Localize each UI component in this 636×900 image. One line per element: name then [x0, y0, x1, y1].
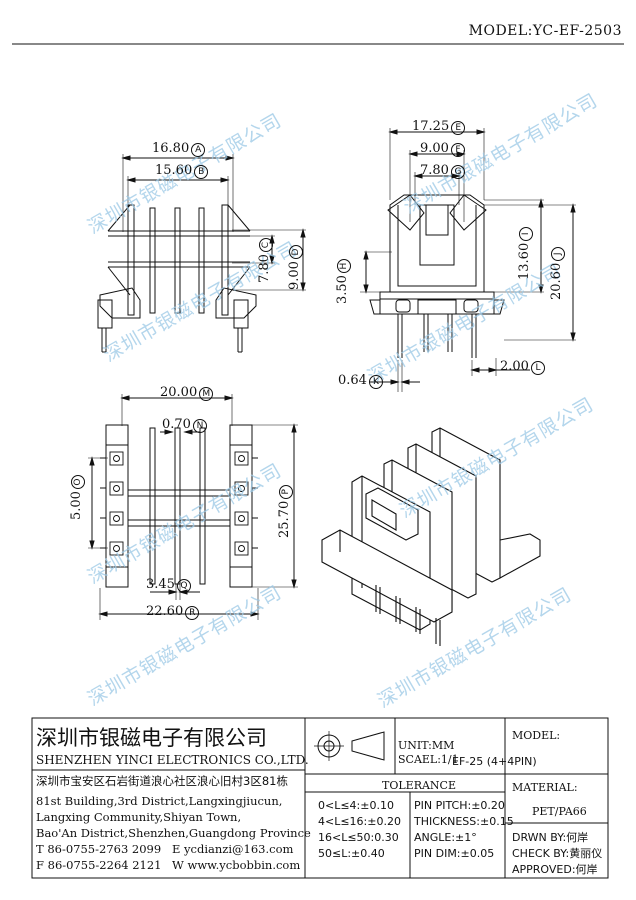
dim-ref-circle: Q: [176, 579, 191, 593]
material-value: PET/PA66: [532, 805, 587, 818]
model-header: MODEL:YC-EF-2503: [468, 23, 622, 39]
dim-ref-circle: F: [450, 143, 465, 157]
thickness: THICKNESS:±0.15: [414, 815, 514, 828]
drawn-by: DRWN BY:何岸: [512, 831, 589, 844]
front-view: [97, 154, 306, 353]
dim-ref-circle: R: [185, 606, 200, 620]
unit: UNIT:MM: [398, 739, 455, 752]
dim-ref-circle: B: [194, 165, 209, 179]
dim-ref-circle: C: [259, 238, 273, 253]
dim-ref-circle: H: [337, 259, 351, 274]
material-label: MATERIAL:: [512, 781, 578, 794]
tolerance-label: TOLERANCE: [382, 779, 456, 792]
angle: ANGLE:±1°: [414, 831, 477, 844]
pin-pitch: PIN PITCH:±0.20: [414, 799, 505, 812]
address-cn: 深圳市宝安区石岩街道浪心社区浪心旧村3区81栋: [36, 774, 288, 788]
tolerance-1: 0<L≤4:±0.10: [318, 799, 394, 812]
dim-ref-circle: D: [289, 245, 303, 260]
scale: SCAEL:1/1: [398, 753, 459, 766]
dim-ref-circle: L: [530, 361, 545, 375]
dim-label: 5.00O: [69, 475, 85, 520]
dim-label: 7.80C: [257, 238, 273, 283]
dim-ref-circle: O: [71, 475, 85, 490]
telephone: T 86-0755-2763 2099: [36, 842, 162, 856]
model-value: EF-25 (4+4PIN): [452, 755, 537, 768]
tolerance-2: 4<L≤16:±0.20: [318, 815, 401, 828]
dim-label: 3.50H: [335, 259, 351, 304]
dim-label: 9.00D: [287, 245, 303, 290]
company-name-cn: 深圳市银磁电子有限公司: [36, 726, 267, 750]
dim-ref-circle: G: [450, 165, 465, 179]
address-en-1: 81st Building,3rd District,Langxingjiucu…: [36, 794, 283, 808]
dim-ref-circle: N: [192, 419, 207, 433]
company-name-en: SHENZHEN YINCI ELECTRONICS CO.,LTD.: [36, 753, 309, 767]
isometric-view: [321, 427, 541, 646]
tolerance-3: 16<L≤50:0.30: [318, 831, 399, 844]
dim-ref-circle: M: [199, 387, 214, 401]
dim-label: 13.60I: [517, 226, 533, 280]
model-label: MODEL:: [512, 729, 561, 742]
dim-label: 20.60J: [549, 246, 565, 300]
dim-label: 25.70P: [277, 484, 293, 538]
side-view: [360, 128, 576, 392]
dim-ref-circle: K: [368, 375, 383, 389]
email: E ycdianzi@163.com: [172, 842, 294, 856]
fax: F 86-0755-2264 2121: [36, 858, 162, 872]
approved-by: APPROVED:何岸: [512, 863, 598, 876]
dim-ref-circle: P: [279, 484, 293, 499]
pin-dim: PIN DIM:±0.05: [414, 847, 495, 860]
dim-ref-circle: I: [519, 226, 533, 241]
address-en-3: Bao'An District,Shenzhen,Guangdong Provi…: [36, 826, 311, 840]
dim-ref-circle: J: [551, 246, 565, 261]
dim-ref-circle: A: [191, 143, 206, 157]
tolerance-4: 50≤L:±0.40: [318, 847, 385, 860]
website: W www.ycbobbin.com: [172, 858, 301, 872]
title-block-grid: [31, 717, 609, 879]
address-en-2: Langxing Community,Shiyan Town,: [36, 810, 242, 824]
dim-ref-circle: E: [451, 121, 466, 135]
checked-by: CHECK BY:黄丽仪: [512, 847, 603, 860]
